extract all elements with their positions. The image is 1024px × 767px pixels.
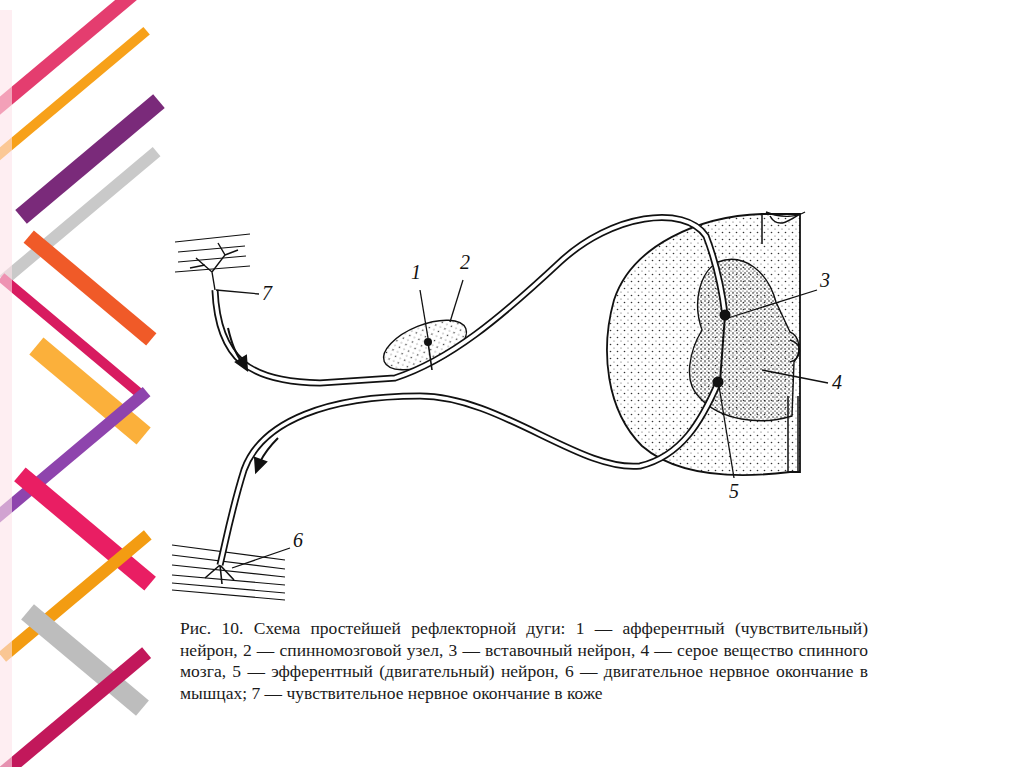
callout-number: 4 — [832, 372, 842, 392]
leader-lines — [216, 280, 828, 568]
gray-matter — [689, 259, 798, 420]
callout-number: 3 — [820, 270, 830, 290]
decor-stripes — [0, 0, 165, 767]
callout-number: 5 — [729, 481, 739, 501]
sensory-neuron-stem — [428, 342, 432, 370]
figure-caption: Рис. 10. Схема простейшей рефлекторной д… — [180, 618, 868, 704]
muscle — [172, 545, 285, 600]
interneuron-body — [720, 310, 731, 321]
skin — [175, 234, 250, 290]
callout-number: 1 — [411, 262, 421, 282]
spinal-cord — [607, 214, 800, 475]
interneuron-link — [720, 315, 725, 382]
motor-neuron-body — [713, 377, 724, 388]
motor-fiber — [220, 383, 718, 565]
direction-arrows — [228, 328, 278, 472]
sensory-fiber — [215, 217, 725, 383]
callout-number: 7 — [262, 283, 272, 303]
callout-number: 6 — [293, 530, 303, 550]
callout-number: 2 — [460, 252, 470, 272]
